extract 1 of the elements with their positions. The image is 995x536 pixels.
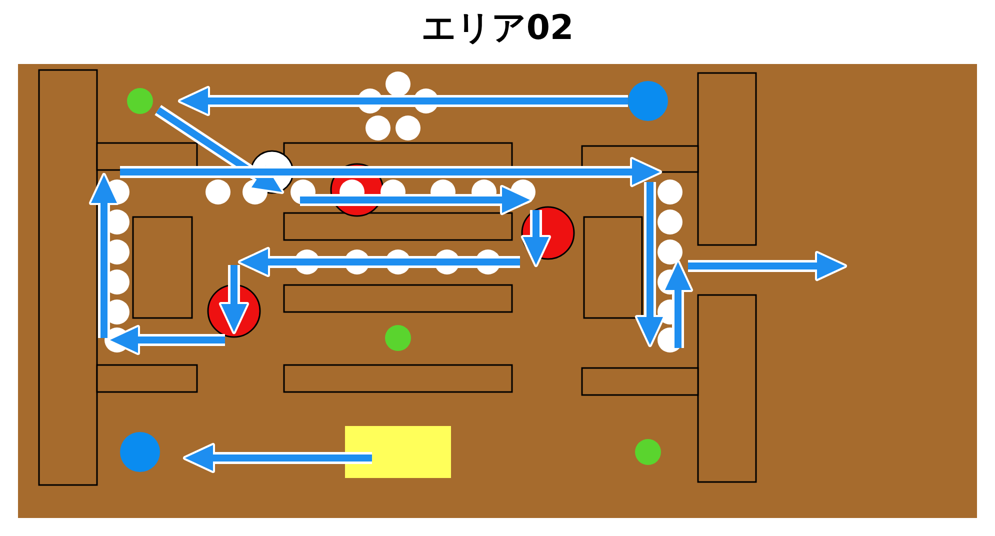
title: エリア02 xyxy=(421,7,574,50)
